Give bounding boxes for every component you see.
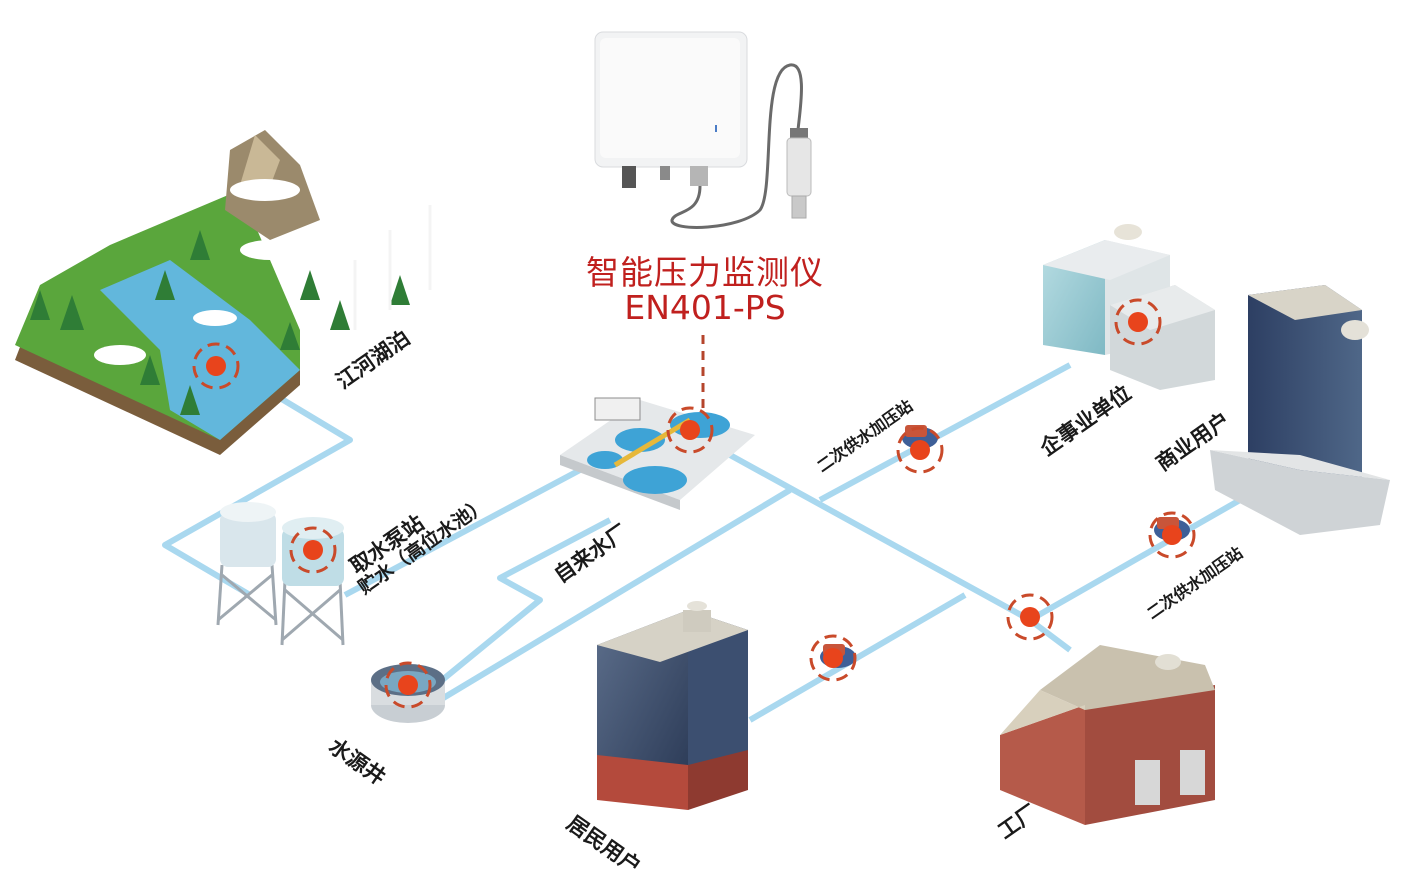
pipe-well-to-waterworks — [428, 517, 612, 693]
sensor-marker-residential — [809, 634, 857, 682]
device-model: EN401-PS — [624, 288, 786, 327]
waterworks-plant — [560, 397, 755, 510]
pipe-lake-to-pump — [162, 389, 353, 598]
commercial-tower — [1210, 285, 1390, 535]
pipe-waterworks-to-junction — [728, 452, 1072, 653]
booster-pump-top — [902, 425, 938, 449]
lake-landscape — [15, 130, 432, 455]
sensor-marker-waterworks — [666, 406, 714, 454]
enterprise-building — [1043, 224, 1215, 390]
pipe-pump-to-waterworks — [343, 467, 582, 598]
factory-building — [1000, 645, 1215, 825]
sensor-marker-tower — [289, 526, 337, 574]
device-title: 智能压力监测仪 — [586, 253, 824, 292]
pipe-junction-to-commercial — [1028, 497, 1242, 623]
sensor-marker-lake — [192, 342, 240, 390]
pump-station-towers — [216, 502, 345, 646]
pressure-monitor-device — [594, 31, 812, 229]
pipe-to-enterprise — [818, 362, 1072, 503]
pipe-junction-to-residential — [748, 592, 967, 723]
sensor-marker-well — [384, 661, 432, 709]
sensor-marker-booster-right — [1148, 511, 1196, 559]
pipe-well-direct — [438, 487, 792, 703]
sensor-markers — [192, 298, 1196, 709]
sensor-marker-junction — [1006, 593, 1054, 641]
sensor-cable — [670, 63, 803, 229]
sensor-marker-booster-top — [896, 426, 944, 474]
sensor-marker-enterprise — [1114, 298, 1162, 346]
residential-building — [597, 601, 748, 810]
